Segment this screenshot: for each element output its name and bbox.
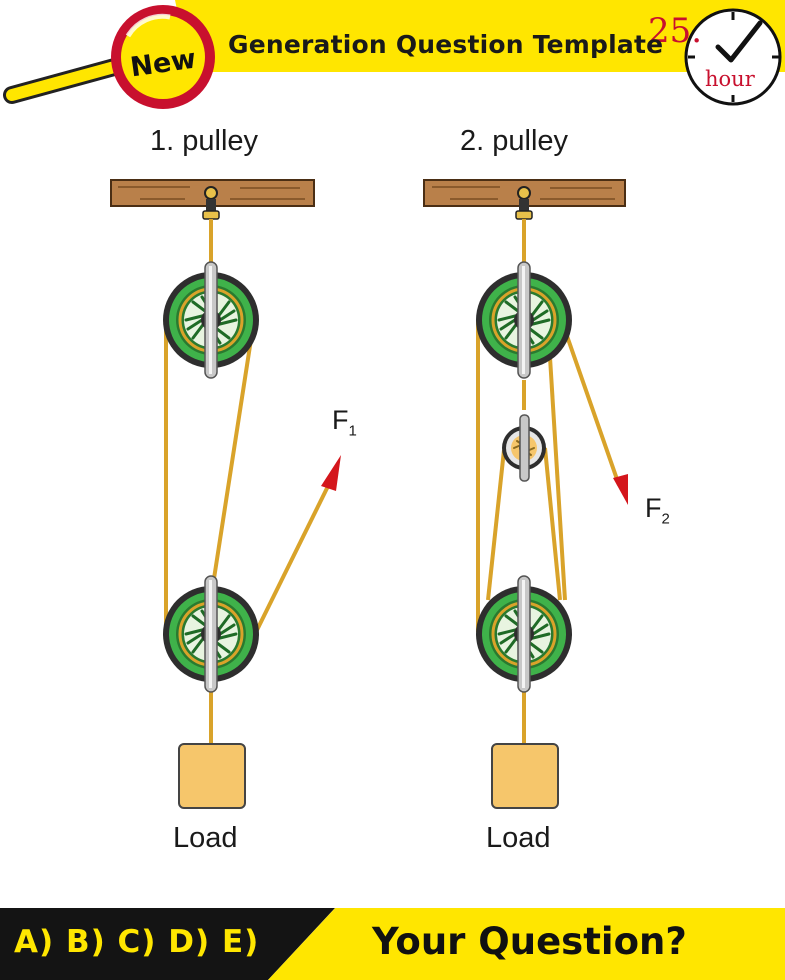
- pulley-system-2: [423, 179, 628, 809]
- clock-unit: hour: [705, 67, 756, 91]
- footer-question-panel: [268, 908, 785, 980]
- force-arrow-f2: [613, 474, 628, 505]
- force-arrow-f1: [321, 455, 341, 491]
- force-f1-symbol: F: [332, 405, 349, 435]
- fixed-pulley-wheel-1: [161, 260, 261, 380]
- middle-pulley-wheel-2: [501, 414, 547, 482]
- fixed-pulley-wheel-2: [474, 260, 574, 380]
- pulley-2-title: 2. pulley: [460, 125, 569, 157]
- load-box-2: [491, 743, 559, 809]
- force-f1-subscript: 1: [348, 422, 357, 440]
- force-label-f2: F2: [645, 493, 670, 527]
- clock-icon: [684, 8, 782, 106]
- force-label-f1: F1: [332, 405, 357, 439]
- footer-answers-panel: [0, 908, 335, 980]
- checkmark-icon: [715, 20, 763, 63]
- pulley-system-1: [110, 179, 341, 809]
- movable-pulley-wheel-1: [161, 574, 261, 694]
- load-label-1: Load: [173, 822, 238, 854]
- header-banner: New 25. hour: [3, 0, 785, 109]
- pulley-1-title: 1. pulley: [150, 125, 259, 157]
- clock-number: 25.: [648, 11, 702, 51]
- magnifier-lens: [111, 5, 215, 109]
- magnifier-handle: [3, 57, 127, 104]
- answer-options: A) B) C) D) E): [14, 924, 260, 960]
- page-title: Generation Question Template: [228, 30, 664, 59]
- question-placeholder: Your Question?: [372, 920, 687, 963]
- force-f2-subscript: 2: [661, 510, 670, 528]
- force-f2-symbol: F: [645, 493, 662, 523]
- load-label-2: Load: [486, 822, 551, 854]
- rope-2: [476, 219, 621, 744]
- load-box-1: [178, 743, 246, 809]
- rope-1: [164, 219, 337, 744]
